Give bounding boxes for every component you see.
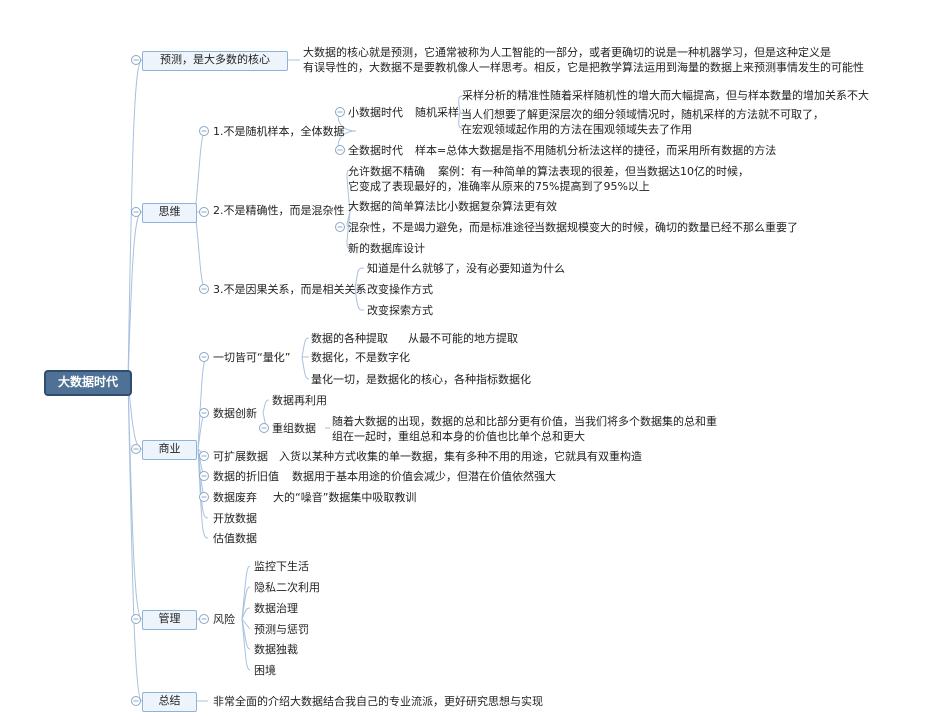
data-extraction[interactable]: 数据的各种提取 <box>311 332 388 345</box>
manage-item-3[interactable]: 数据治理 <box>254 602 298 615</box>
recombine-note-2: 组在一起时，重组总和本身的价值也比单个总和更大 <box>332 430 585 443</box>
risk[interactable]: 风险 <box>213 613 235 626</box>
random-sampling[interactable]: 随机采样 <box>415 106 459 119</box>
random-sampling-note-1: 采样分析的精准性随着采样随机性的增大而大幅提高，但与样本数量的增加关系不大 <box>462 89 869 102</box>
random-sampling-note-3: 在宏观领域起作用的方法在围观领域失去了作用 <box>461 123 692 136</box>
small-data-era[interactable]: 小数据时代 <box>348 106 403 119</box>
recombine-note-1: 随着大数据的出现，数据的总和比部分更有价值，当我们将多个数据集的总和重 <box>332 415 717 428</box>
allow-imprecise[interactable]: 允许数据不精确 <box>348 165 425 178</box>
data-depreciation-note: 数据用于基本用途的价值会减少，但潜在价值依然强大 <box>292 470 556 483</box>
data-reuse[interactable]: 数据再利用 <box>272 394 327 407</box>
change-operation[interactable]: 改变操作方式 <box>367 283 433 296</box>
simple-algorithm[interactable]: 大数据的简单算法比小数据复杂算法更有效 <box>348 200 557 213</box>
topic-predict[interactable]: 预测，是大多数的核心 <box>142 51 288 71</box>
random-sampling-note-2: 当人们想要了解更深层次的细分领域情况时，随机采样的方法就不可取了， <box>461 108 824 121</box>
predict-note-line-1: 大数据的核心就是预测，它通常被称为人工智能的一部分，或者更确切的说是一种机器学习… <box>303 46 831 59</box>
data-recombine[interactable]: 重组数据 <box>272 422 316 435</box>
quantify-core[interactable]: 量化一切，是数据化的核心，各种指标数据化 <box>311 373 531 386</box>
open-data[interactable]: 开放数据 <box>213 512 257 525</box>
allow-imprecise-note-1: 案例：有一种简单的算法表现的很差，但当数据达10亿的时候， <box>438 165 749 178</box>
summary-note: 非常全面的介绍大数据结合我自己的专业流派，更好研究思想与实现 <box>213 695 543 708</box>
data-innovation[interactable]: 数据创新 <box>213 407 257 420</box>
extensible-data-note: 入货以某种方式收集的单一数据，集有多种不用的用途，它就具有双重构造 <box>279 450 642 463</box>
manage-item-4[interactable]: 预测与惩罚 <box>254 623 309 636</box>
predict-note-line-2: 有误导性的，大数据不是要教机像人一样思考。相反，它是把教学算法运用到海量的数据上… <box>303 61 864 74</box>
valuation-data[interactable]: 估值数据 <box>213 532 257 545</box>
full-data-note: 样本=总体大数据是指不用随机分析法这样的捷径，而采用所有数据的方法 <box>415 144 777 157</box>
root-topic[interactable]: 大数据时代 <box>44 370 132 396</box>
manage-item-6[interactable]: 困境 <box>254 664 276 677</box>
topic-summary[interactable]: 总结 <box>142 692 197 712</box>
topic-business[interactable]: 商业 <box>142 440 197 460</box>
topic-manage[interactable]: 管理 <box>142 610 197 630</box>
thinking-s1[interactable]: 1.不是随机样本，全体数据 <box>213 125 345 138</box>
change-exploration[interactable]: 改变探索方式 <box>367 304 433 317</box>
extensible-data[interactable]: 可扩展数据 <box>213 450 268 463</box>
thinking-s2[interactable]: 2.不是精确性，而是混杂性 <box>213 204 345 217</box>
full-data-era[interactable]: 全数据时代 <box>348 144 403 157</box>
mixed-nature-note: 当数据规模变大的时候，确切的数量已经不那么重要了 <box>534 221 798 234</box>
know-what[interactable]: 知道是什么就够了，没有必要知道为什么 <box>367 262 565 275</box>
manage-item-2[interactable]: 隐私二次利用 <box>254 581 320 594</box>
new-database-design[interactable]: 新的数据库设计 <box>348 242 425 255</box>
mixed-nature[interactable]: 混杂性，不是竭力避免，而是标准途径 <box>348 221 535 234</box>
manage-item-5[interactable]: 数据独裁 <box>254 643 298 656</box>
allow-imprecise-note-2: 它变成了表现最好的，准确率从原来的75%提高到了95%以上 <box>348 180 650 193</box>
data-extraction-note: 从最不可能的地方提取 <box>408 332 518 345</box>
quantify-everything[interactable]: 一切皆可“量化” <box>213 351 291 364</box>
datafication[interactable]: 数据化，不是数字化 <box>311 351 410 364</box>
manage-item-1[interactable]: 监控下生活 <box>254 560 309 573</box>
data-waste[interactable]: 数据废弃 <box>213 491 257 504</box>
data-depreciation[interactable]: 数据的折旧值 <box>213 470 279 483</box>
thinking-s3[interactable]: 3.不是因果关系，而是相关关系 <box>213 283 367 296</box>
data-waste-note: 大的“噪音”数据集中吸取教训 <box>273 491 417 504</box>
topic-thinking[interactable]: 思维 <box>142 203 197 223</box>
